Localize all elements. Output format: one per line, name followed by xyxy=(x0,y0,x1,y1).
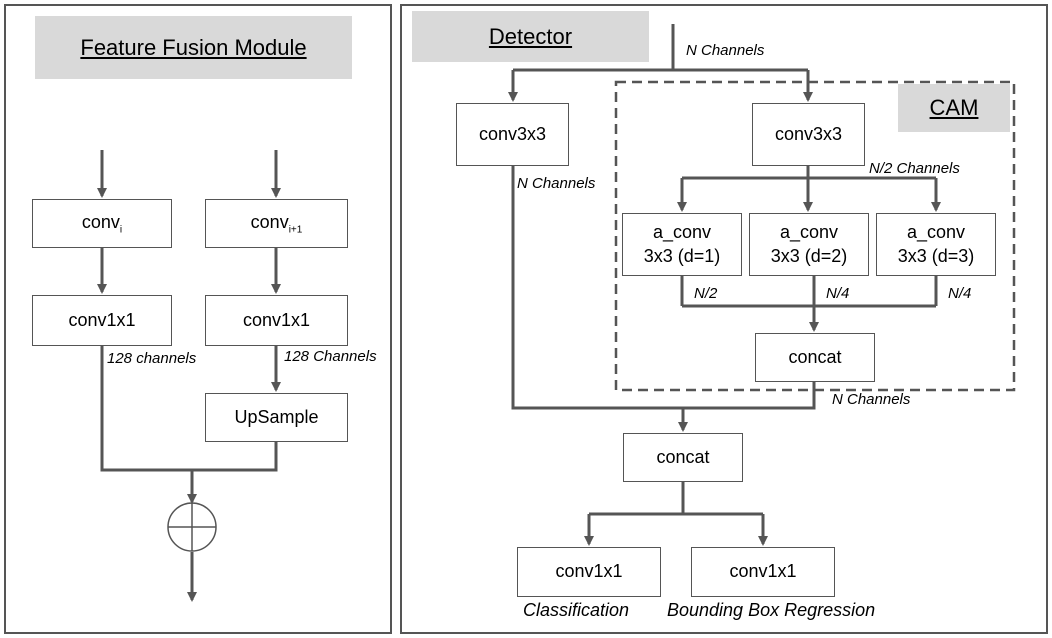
aconv-d1-line2: 3x3 (d=1) xyxy=(643,245,721,266)
aconv-d2-line2: 3x3 (d=2) xyxy=(770,245,848,266)
detector-title: Detector xyxy=(412,11,649,62)
aconv-d2-channels: N/4 xyxy=(826,285,850,302)
elementwise-sum-icon xyxy=(167,502,217,552)
upsample-label: UpSample xyxy=(234,406,319,427)
conv1x1-right-box: conv1x1 xyxy=(205,295,348,346)
aconv-d1-line1: a_conv xyxy=(652,222,712,243)
concat-label: concat xyxy=(656,446,710,467)
bbox-conv1x1-box: conv1x1 xyxy=(691,547,835,597)
conv1x1-left-box: conv1x1 xyxy=(32,295,172,346)
fusion-title: Feature Fusion Module xyxy=(35,16,352,79)
detector-in-channels: N Channels xyxy=(686,42,765,59)
left-conv3x3-channels: N Channels xyxy=(517,175,596,192)
aconv-d1-box: a_conv 3x3 (d=1) xyxy=(622,213,742,276)
edge-upsample-to-sum xyxy=(192,442,278,472)
left-conv3x3-box: conv3x3 xyxy=(456,103,569,166)
bbox-conv1x1-label: conv1x1 xyxy=(729,561,797,582)
fusion-title-text: Feature Fusion Module xyxy=(80,34,307,60)
cam-out-channels: N Channels xyxy=(832,391,911,408)
cam-conv3x3-box: conv3x3 xyxy=(752,103,865,166)
concat-box: concat xyxy=(623,433,743,482)
conv-i-box: convi xyxy=(32,199,172,248)
cam-concat-box: concat xyxy=(755,333,875,382)
conv1x1-left-label: conv1x1 xyxy=(68,309,136,330)
fusion-panel xyxy=(4,4,392,634)
cam-conv3x3-label: conv3x3 xyxy=(774,123,843,144)
cls-conv1x1-box: conv1x1 xyxy=(517,547,661,597)
cam-conv3x3-channels: N/2 Channels xyxy=(869,160,960,177)
cam-title-text: CAM xyxy=(929,95,979,120)
edge-left-to-sum xyxy=(100,346,192,472)
aconv-d3-line2: 3x3 (d=3) xyxy=(897,245,975,266)
conv-i1-box: convi+1 xyxy=(205,199,348,248)
cam-title: CAM xyxy=(898,84,1010,132)
upsample-box: UpSample xyxy=(205,393,348,442)
aconv-d3-box: a_conv 3x3 (d=3) xyxy=(876,213,996,276)
bbox-regression-label: Bounding Box Regression xyxy=(667,600,876,620)
conv1x1-right-label: conv1x1 xyxy=(242,309,311,330)
cls-conv1x1-label: conv1x1 xyxy=(555,561,623,582)
conv-i1-label: convi+1 xyxy=(250,211,303,236)
classification-label: Classification xyxy=(523,600,630,620)
fusion-left-channels: 128 channels xyxy=(107,350,197,367)
aconv-d1-channels: N/2 xyxy=(694,285,718,302)
detector-title-text: Detector xyxy=(488,23,573,49)
cam-region xyxy=(614,80,1016,392)
aconv-d3-line1: a_conv xyxy=(906,222,966,243)
left-conv3x3-label: conv3x3 xyxy=(478,123,547,144)
fusion-right-channels: 128 Channels xyxy=(284,348,377,365)
aconv-d2-line1: a_conv xyxy=(779,222,839,243)
cam-concat-label: concat xyxy=(788,346,842,367)
edge-left-to-concat xyxy=(511,166,683,410)
aconv-d3-channels: N/4 xyxy=(948,285,972,302)
conv-i-label: convi xyxy=(81,211,123,236)
detector-panel xyxy=(400,4,1048,634)
aconv-d2-box: a_conv 3x3 (d=2) xyxy=(749,213,869,276)
